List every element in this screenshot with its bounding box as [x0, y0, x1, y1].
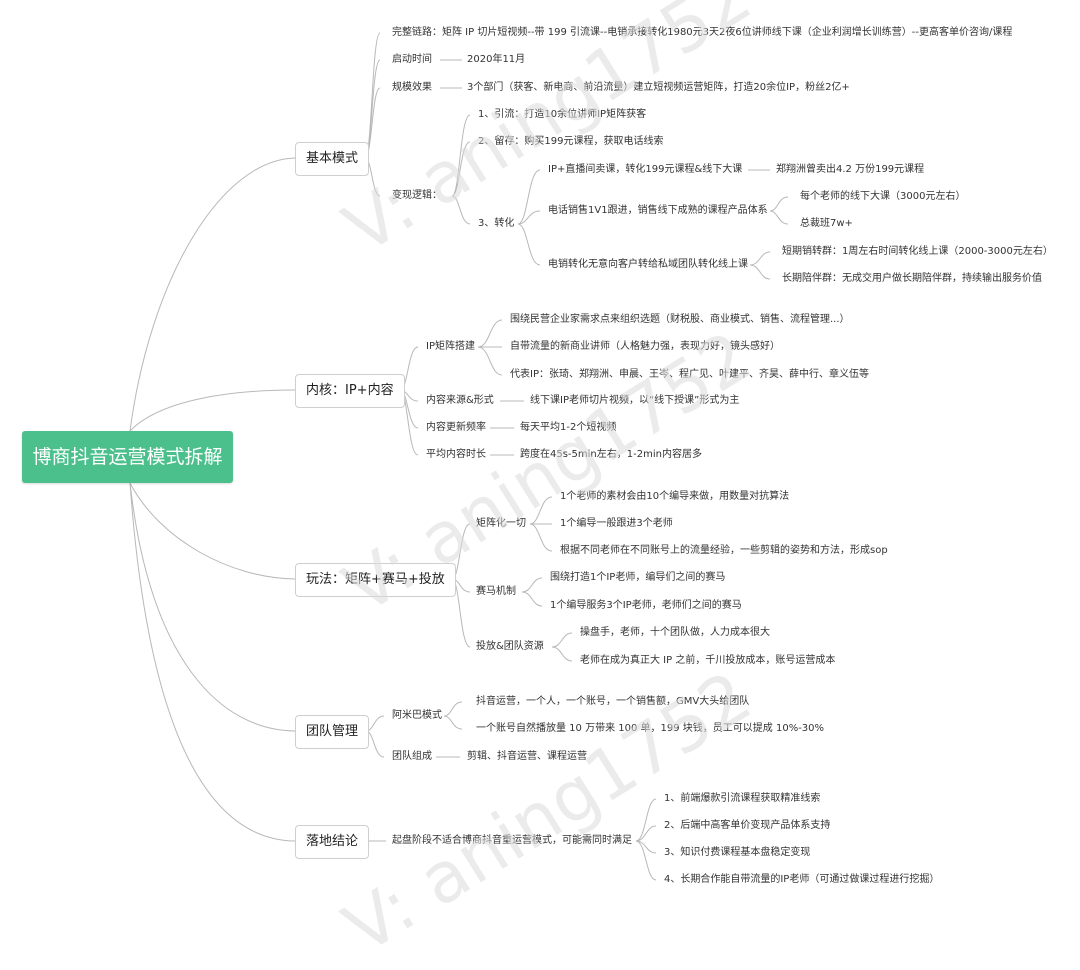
- node-update-frequency-value[interactable]: 每天平均1-2个短视频: [520, 422, 617, 433]
- node-sop[interactable]: 根据不同老师在不同账号上的流量经验，一些剪辑的姿势和方法，形成sop: [560, 545, 888, 556]
- node-new-lecturer[interactable]: 自带流量的新商业讲师（人格魅力强，表现力好，镜头感好）: [510, 341, 780, 352]
- node-conversion[interactable]: 3、转化: [478, 218, 515, 229]
- node-monetization-logic[interactable]: 变现逻辑：: [392, 190, 442, 201]
- node-ad-cost[interactable]: 老师在成为真正大 IP 之前，千川投放成本，账号运营成本: [580, 655, 836, 666]
- node-team-composition-value[interactable]: 剪辑、抖音运营、课程运营: [467, 751, 587, 762]
- node-phone-sales[interactable]: 电话销售1V1跟进，销售线下成熟的课程产品体系: [548, 205, 768, 216]
- node-scale-effect-value[interactable]: 3个部门（获客、新电商、前沿流量）建立短视频运营矩阵，打造20余位IP，粉丝2亿…: [467, 82, 850, 93]
- node-topic-selection[interactable]: 围绕民营企业家需求点来组织选题（财税股、商业模式、销售、流程管理...）: [510, 314, 850, 325]
- node-launch-time[interactable]: 启动时间: [392, 54, 432, 65]
- node-race-directors[interactable]: 围绕打造1个IP老师，编导们之间的赛马: [550, 572, 726, 583]
- node-private-domain[interactable]: 电销转化无意向客户转给私域团队转化线上课: [548, 259, 748, 270]
- mind-map-canvas: 博商抖音运营模式拆解 基本模式 内核：IP+内容 玩法：矩阵+赛马+投放 团队管…: [22, 0, 1053, 970]
- node-amoeba-ops[interactable]: 抖音运营，一个人，一个账号，一个销售额，GMV大头给团队: [476, 696, 750, 707]
- branch-conclusion[interactable]: 落地结论: [295, 825, 370, 859]
- node-offline-course[interactable]: 每个老师的线下大课（3000元左右）: [800, 191, 966, 202]
- node-ten-directors[interactable]: 1个老师的素材会由10个编导来做，用数量对抗算法: [560, 491, 790, 502]
- node-conclusion-4[interactable]: 4、长期合作能自带流量的IP老师（可通过做课过程进行挖掘）: [664, 874, 940, 885]
- node-amoeba-commission[interactable]: 一个账号自然播放量 10 万带来 100 单，199 块钱，员工可以提成 10%…: [476, 723, 825, 734]
- node-labor-cost[interactable]: 操盘手，老师，十个团队做，人力成本很大: [580, 627, 770, 638]
- branch-gameplay[interactable]: 玩法：矩阵+赛马+投放: [295, 563, 456, 597]
- node-launch-time-value[interactable]: 2020年11月: [467, 54, 526, 65]
- node-conclusion-summary[interactable]: 起盘阶段不适合博商抖音重运营模式，可能需同时满足: [392, 835, 632, 846]
- node-three-teachers[interactable]: 1个编导一般跟进3个老师: [560, 518, 673, 529]
- node-content-length[interactable]: 平均内容时长: [426, 449, 486, 460]
- node-retention[interactable]: 2、留存：购买199元课程，获取电话线索: [478, 136, 664, 147]
- node-race-teachers[interactable]: 1个编导服务3个IP老师，老师们之间的赛马: [550, 600, 742, 611]
- node-conclusion-2[interactable]: 2、后端中高客单价变现产品体系支持: [664, 820, 831, 831]
- branch-core-ip-content[interactable]: 内核：IP+内容: [295, 374, 405, 408]
- branch-team-management[interactable]: 团队管理: [295, 715, 370, 749]
- root-node[interactable]: 博商抖音运营模式拆解: [22, 431, 233, 483]
- node-conclusion-1[interactable]: 1、前端爆款引流课程获取精准线索: [664, 793, 821, 804]
- node-ip-matrix[interactable]: IP矩阵搭建: [426, 341, 475, 352]
- node-full-chain[interactable]: 完整链路：矩阵 IP 切片短视频--带 199 引流课--电销承接转化1980元…: [392, 27, 1013, 38]
- node-content-length-value[interactable]: 跨度在45s-5min左右，1-2min内容居多: [520, 449, 702, 460]
- node-content-source[interactable]: 内容来源&形式: [426, 395, 494, 406]
- node-amoeba[interactable]: 阿米巴模式: [392, 710, 442, 721]
- node-horse-race[interactable]: 赛马机制: [476, 586, 516, 597]
- node-representative-ip[interactable]: 代表IP：张琦、郑翔洲、申晨、王岑、程广见、叶建平、齐昊、薛中行、章义伍等: [510, 369, 869, 380]
- node-president-class[interactable]: 总裁班7w+: [800, 218, 853, 229]
- node-short-group[interactable]: 短期销转群：1周左右时间转化线上课（2000-3000元左右）: [782, 246, 1053, 257]
- node-ads-team[interactable]: 投放&团队资源: [476, 641, 544, 652]
- node-acquisition[interactable]: 1、引流：打造10余位讲师IP矩阵获客: [478, 109, 647, 120]
- node-long-group[interactable]: 长期陪伴群：无成交用户做长期陪伴群，持续输出服务价值: [782, 273, 1042, 284]
- node-team-composition[interactable]: 团队组成: [392, 751, 432, 762]
- node-scale-effect[interactable]: 规模效果: [392, 82, 432, 93]
- node-content-source-value[interactable]: 线下课IP老师切片视频，以“线下授课”形式为主: [530, 395, 740, 406]
- node-conclusion-3[interactable]: 3、知识付费课程基本盘稳定变现: [664, 847, 811, 858]
- branch-basic-model[interactable]: 基本模式: [295, 142, 370, 176]
- node-live-course[interactable]: IP+直播间卖课，转化199元课程&线下大课: [548, 164, 743, 175]
- node-live-course-result[interactable]: 郑翔洲曾卖出4.2 万份199元课程: [776, 164, 925, 175]
- node-matrix-everything[interactable]: 矩阵化一切: [476, 518, 526, 529]
- node-update-frequency[interactable]: 内容更新频率: [426, 422, 486, 433]
